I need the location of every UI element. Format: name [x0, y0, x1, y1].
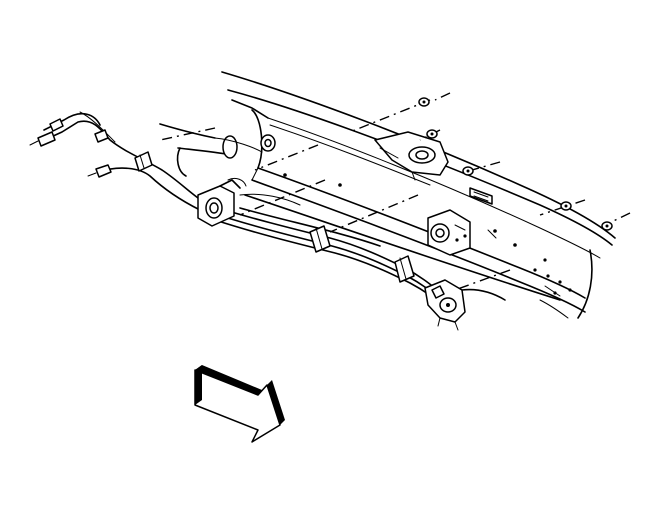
junction-block	[197, 177, 247, 227]
pipe-retainer-clip	[134, 151, 153, 172]
frame-nut	[601, 221, 613, 231]
junction-block-bracket	[427, 209, 497, 256]
direction-arrow	[194, 365, 285, 443]
pipe-end-fittings	[29, 118, 112, 178]
crossmember	[159, 123, 263, 177]
pipe-retainer-clip	[309, 225, 331, 253]
rear-pipe-bracket	[424, 279, 506, 331]
frame-nut	[560, 201, 572, 211]
frame-nut	[426, 129, 438, 139]
frame-nuts	[418, 97, 613, 231]
rail-plate	[469, 187, 493, 205]
spring-hanger	[374, 131, 449, 181]
frame-nut	[418, 97, 430, 107]
pipe-retainer-clips	[134, 151, 415, 283]
frame-rail-holes	[260, 134, 572, 295]
frame-rail	[221, 71, 616, 319]
pipe-retainer-clip	[394, 255, 415, 283]
brake-pipe-bundle	[39, 111, 445, 307]
frame-nut	[462, 166, 474, 176]
